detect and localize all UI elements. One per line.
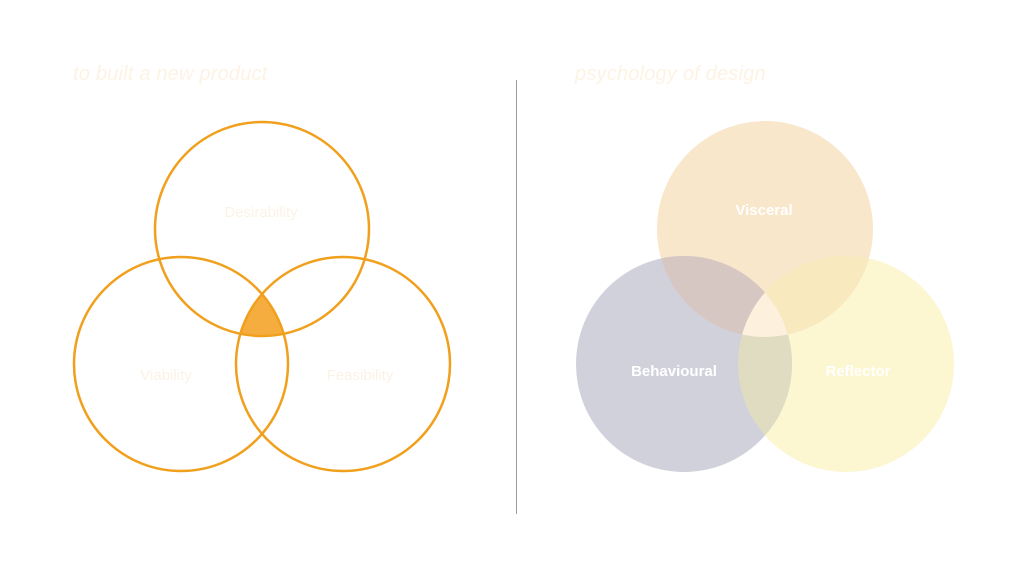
- panel-divider: [516, 80, 517, 514]
- viability-label: Viability: [140, 367, 192, 384]
- visceral-label: Visceral: [735, 202, 792, 219]
- right-panel-title: psychology of design: [575, 63, 766, 85]
- viability-circle: [72, 255, 290, 473]
- behavioural-visceral-overlap: [657, 256, 792, 337]
- reflector-label: Reflector: [825, 363, 890, 380]
- visceral-reflector-overlap: [738, 256, 873, 337]
- desirability-label: Desirability: [224, 204, 298, 221]
- behavioural-label: Behavioural: [631, 363, 717, 380]
- feasibility-label: Feasibility: [327, 367, 394, 384]
- feasibility-circle: [234, 255, 452, 473]
- desirability-circle: [153, 120, 371, 338]
- left-panel-title: to built a new product: [73, 63, 268, 85]
